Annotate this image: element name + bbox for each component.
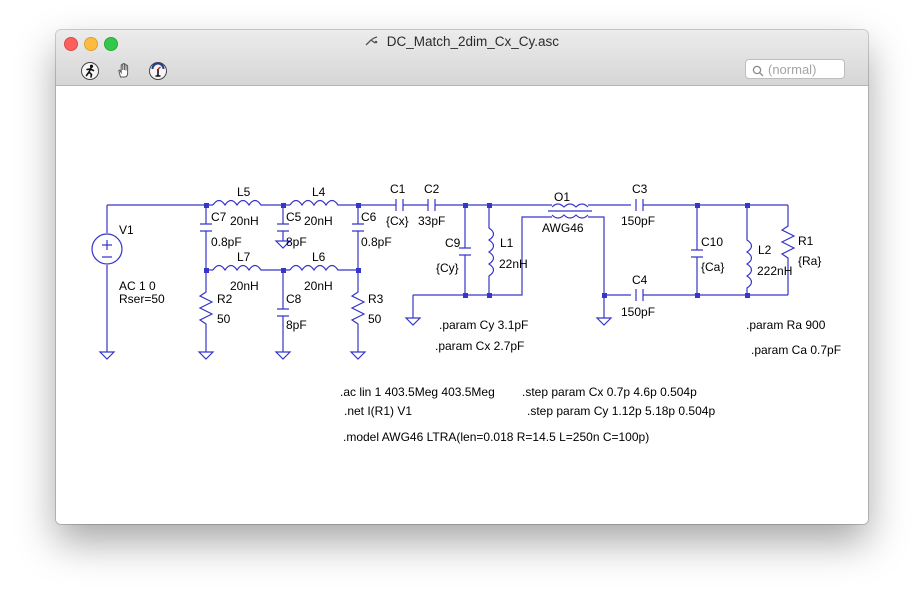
label-L6-value: 20nH (304, 279, 333, 293)
label-L4-value: 20nH (304, 214, 333, 228)
label-C7-value: 0.8pF (211, 235, 242, 249)
component-L1[interactable] (487, 205, 495, 295)
component-L2[interactable] (745, 205, 753, 295)
directive-param-ca[interactable]: .param Ca 0.7pF (751, 343, 841, 357)
label-C2-value: 33pF (418, 214, 445, 228)
label-C8-value: 8pF (286, 318, 307, 332)
label-O1: O1 (554, 190, 570, 204)
label-C4: C4 (632, 273, 648, 287)
label-L7-value: 20nH (230, 279, 259, 293)
directive-param-cy[interactable]: .param Cy 3.1pF (439, 318, 528, 332)
app-window: DC_Match_2dim_Cx_Cy.asc (56, 30, 868, 524)
probe-icon[interactable] (148, 61, 168, 81)
label-V1-value1: AC 1 0 (119, 279, 156, 293)
label-L2-value: 222nH (757, 264, 792, 278)
component-L5[interactable] (212, 199, 268, 207)
label-C1-value: {Cx} (386, 214, 409, 228)
label-L2: L2 (758, 243, 772, 257)
label-R1-value: {Ra} (798, 254, 821, 268)
label-C5-value: 8pF (286, 235, 307, 249)
label-R1: R1 (798, 234, 814, 248)
directive-step-cx[interactable]: .step param Cx 0.7p 4.6p 0.504p (522, 385, 697, 399)
directive-param-cx[interactable]: .param Cx 2.7pF (435, 339, 524, 353)
junction-dots (204, 203, 750, 298)
component-C1[interactable] (395, 199, 404, 211)
label-C7: C7 (211, 210, 227, 224)
window-title-text: DC_Match_2dim_Cx_Cy.asc (386, 34, 560, 49)
label-R3: R3 (368, 292, 384, 306)
search-field[interactable]: (normal) (745, 59, 845, 79)
label-C6-value: 0.8pF (361, 235, 392, 249)
component-C2[interactable] (427, 199, 436, 211)
label-L7: L7 (237, 250, 251, 264)
label-V1: V1 (119, 223, 134, 237)
label-C8: C8 (286, 292, 302, 306)
zoom-window-button[interactable] (104, 37, 118, 51)
minimize-window-button[interactable] (84, 37, 98, 51)
label-C4-value: 150pF (621, 305, 655, 319)
run-icon[interactable] (80, 61, 100, 81)
label-C9-value: {Cy} (436, 261, 459, 275)
search-icon (752, 64, 764, 82)
label-L6: L6 (312, 250, 326, 264)
window-title: DC_Match_2dim_Cx_Cy.asc (56, 34, 868, 50)
directive-net[interactable]: .net I(R1) V1 (344, 404, 412, 418)
close-window-button[interactable] (64, 37, 78, 51)
component-C3[interactable] (635, 199, 644, 211)
directive-step-cy[interactable]: .step param Cy 1.12p 5.18p 0.504p (527, 404, 715, 418)
component-C10[interactable] (691, 205, 703, 295)
halt-hand-icon[interactable] (114, 61, 134, 81)
label-C10-value: {Ca} (701, 260, 724, 274)
label-C3: C3 (632, 182, 648, 196)
component-V1[interactable] (91, 205, 123, 360)
component-L4[interactable] (289, 199, 358, 207)
directive-model[interactable]: .model AWG46 LTRA(len=0.018 R=14.5 L=250… (343, 430, 649, 444)
label-L4: L4 (312, 185, 326, 199)
schematic-doc-icon (365, 35, 379, 50)
component-C9[interactable] (459, 205, 471, 295)
label-L5-value: 20nH (230, 214, 259, 228)
component-C7[interactable] (200, 205, 212, 270)
label-C3-value: 150pF (621, 214, 655, 228)
label-R3-value: 50 (368, 312, 382, 326)
component-C8[interactable] (274, 270, 292, 360)
label-C10: C10 (701, 235, 723, 249)
component-C4[interactable] (635, 289, 644, 301)
label-C5: C5 (286, 210, 302, 224)
label-O1-value: AWG46 (542, 221, 584, 235)
label-C6: C6 (361, 210, 377, 224)
component-R2[interactable] (197, 270, 215, 360)
label-L5: L5 (237, 185, 251, 199)
label-R2-value: 50 (217, 312, 231, 326)
component-C5[interactable] (274, 205, 292, 249)
directive-param-ra[interactable]: .param Ra 900 (746, 318, 826, 332)
component-L7[interactable] (212, 264, 268, 272)
label-V1-value2: Rser=50 (119, 292, 165, 306)
title-bar: DC_Match_2dim_Cx_Cy.asc (56, 30, 868, 86)
label-C1: C1 (390, 182, 406, 196)
label-R2: R2 (217, 292, 233, 306)
schematic-svg[interactable]: V1 AC 1 0 Rser=50 L5 20nH L4 20nH C7 0.8… (56, 86, 868, 524)
label-C9: C9 (445, 236, 461, 250)
search-placeholder: (normal) (768, 62, 817, 77)
component-R1[interactable] (780, 205, 796, 295)
component-L6[interactable] (289, 264, 358, 272)
label-L1: L1 (500, 236, 514, 250)
label-C2: C2 (424, 182, 440, 196)
component-R3[interactable] (349, 270, 367, 360)
label-L1-value: 22nH (499, 257, 528, 271)
directive-ac[interactable]: .ac lin 1 403.5Meg 403.5Meg (340, 385, 495, 399)
component-O1[interactable] (540, 203, 605, 295)
component-C6[interactable] (352, 205, 364, 270)
schematic-canvas[interactable]: V1 AC 1 0 Rser=50 L5 20nH L4 20nH C7 0.8… (56, 86, 868, 524)
